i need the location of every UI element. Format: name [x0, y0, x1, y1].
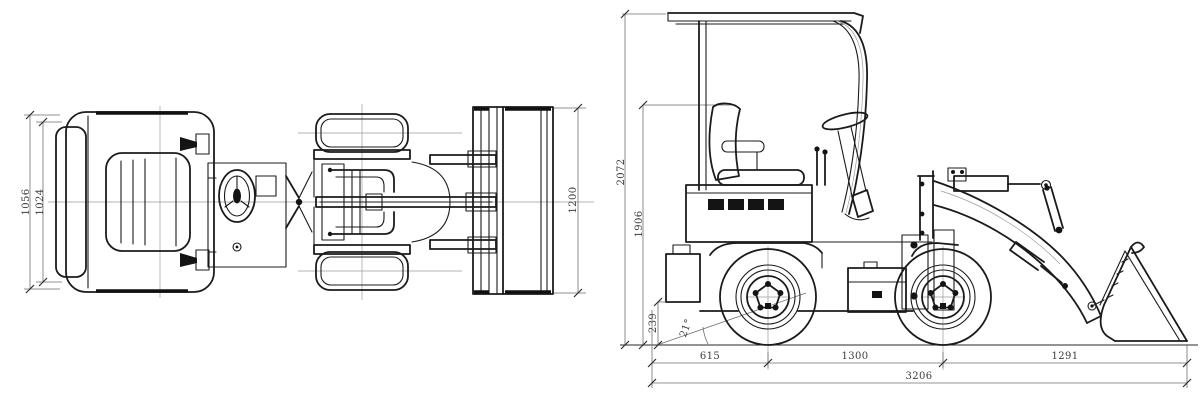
- dim-label-overall-width: 1056: [21, 188, 32, 215]
- dimension-rear-clearance: 239: [648, 297, 694, 350]
- dimension-inner-width: 1024: [35, 117, 62, 287]
- seat-top: [105, 152, 191, 252]
- dim-label-rear-overhang: 615: [700, 351, 720, 362]
- engine-cover: [685, 146, 828, 243]
- dim-label-departure-angle: 21°: [678, 317, 695, 339]
- side-view-drawing: 2072 1906 239 21° 615 1300: [616, 9, 1198, 388]
- seat-side: [708, 102, 805, 186]
- front-frame-top: [313, 149, 497, 255]
- dimension-overall-width: 1056: [21, 110, 60, 294]
- steering-console-side: [821, 111, 874, 221]
- loader-arms-top: [429, 150, 497, 254]
- front-wheel: [894, 248, 992, 346]
- operator-console-top: [207, 162, 287, 268]
- dim-label-canopy-height: 1906: [634, 210, 645, 237]
- steering-wheel-top: [218, 169, 256, 223]
- dim-label-rear-clearance: 239: [648, 313, 659, 333]
- bucket-side: [1087, 241, 1188, 342]
- bucket-top: [472, 106, 554, 295]
- counterweight: [665, 244, 701, 303]
- top-view-drawing: 1056 1024 1200: [21, 103, 594, 300]
- dimension-bucket-width: 1200: [554, 103, 586, 298]
- dim-label-bucket-width: 1200: [568, 186, 579, 213]
- canopy: [667, 12, 868, 215]
- hood-latches: [180, 133, 210, 271]
- articulation-joint-top: [285, 171, 313, 233]
- dimension-overall-height: 2072: [616, 9, 666, 350]
- dim-label-overall-length: 3206: [905, 371, 932, 382]
- dim-label-front-overhang: 1291: [1051, 351, 1078, 362]
- rear-body-top: [55, 111, 215, 293]
- dim-label-overall-height: 2072: [616, 158, 627, 185]
- chassis-side: [699, 229, 959, 313]
- dim-label-wheelbase: 1300: [841, 351, 868, 362]
- dim-label-inner-width: 1024: [35, 188, 46, 215]
- front-wheels-top: [315, 113, 409, 291]
- loader-arm-side: [917, 167, 1102, 324]
- dimension-bottom-chain: 615 1300 1291 3206: [647, 310, 1192, 388]
- dimension-departure-angle: 21°: [659, 292, 807, 345]
- rear-wheel: [719, 248, 817, 346]
- hydraulic-lines-top: [321, 163, 395, 241]
